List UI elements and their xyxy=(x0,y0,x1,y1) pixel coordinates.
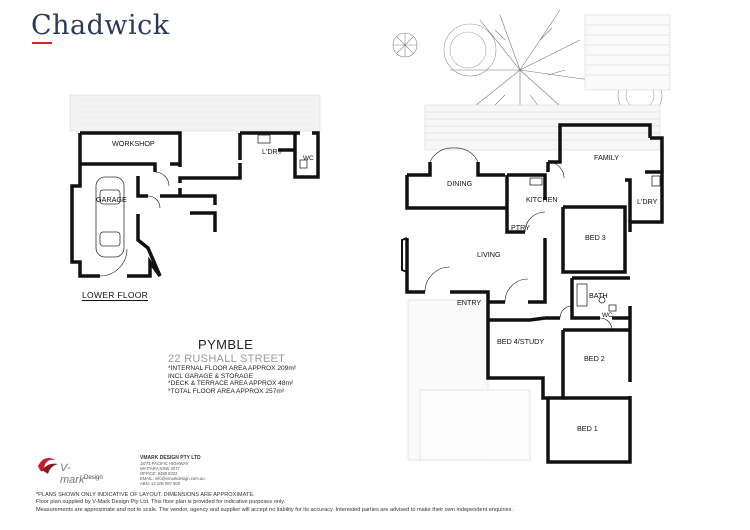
area-detail-deck: *DECK & TERRACE AREA APPROX 48m² xyxy=(168,380,294,388)
brand-accent-rule xyxy=(32,42,52,44)
room-label-bed4-study: BED 4/STUDY xyxy=(497,337,544,346)
vmark-address-line: WAITARA NSW 2077 xyxy=(140,466,180,471)
room-label-lower-wc: WC xyxy=(303,155,314,162)
vmark-company-info: VMARK DESIGN PTY LTD 18/73 PACIFIC HIGHW… xyxy=(140,455,205,487)
vmark-address-line: ABN: 12 108 067 500 xyxy=(140,481,181,486)
room-label-bath: BATH xyxy=(589,291,608,300)
room-label-upper-laundry: L'DRY xyxy=(637,197,658,206)
disclaimer: *PLANS SHOWN ONLY INDICATIVE OF LAYOUT. … xyxy=(36,492,736,514)
room-label-lower-laundry: L'DRY xyxy=(262,147,283,156)
deck-area xyxy=(407,14,671,461)
vmark-address-line: EMAIL: info@vmarkdesign.com.au xyxy=(140,476,205,481)
vmark-address-line: OFFICE: 9489 8322 xyxy=(140,471,178,476)
disclaimer-line: Measurements are approximate and not to … xyxy=(36,506,514,513)
room-label-garage: GARAGE xyxy=(96,195,127,204)
room-label-upper-wc: WC xyxy=(602,312,613,319)
area-detail-garage: INCL GARAGE & STORAGE xyxy=(168,372,254,380)
vmark-swoosh-icon xyxy=(38,458,58,474)
room-label-dining: DINING xyxy=(447,179,473,188)
room-label-kitchen: KITCHEN xyxy=(526,195,558,204)
disclaimer-line: *PLANS SHOWN ONLY INDICATIVE OF LAYOUT. … xyxy=(36,492,255,498)
vmark-logo-sub: Design xyxy=(84,475,103,481)
property-info: PYMBLE 22 RUSHALL STREET *INTERNAL FLOOR… xyxy=(168,337,318,395)
room-label-bed2: BED 2 xyxy=(584,354,605,363)
room-label-bed1: BED 1 xyxy=(577,424,598,433)
lower-floor-title: LOWER FLOOR xyxy=(82,290,149,301)
upper-floor-plan xyxy=(401,123,664,464)
disclaimer-line: Floor plan supplied by V-Mark Design Pty… xyxy=(36,499,286,506)
area-detail-total: *TOTAL FLOOR AREA APPROX 257m² xyxy=(168,387,285,395)
room-label-bed3: BED 3 xyxy=(585,233,606,242)
property-suburb: PYMBLE xyxy=(198,337,254,352)
lower-floor-plan xyxy=(69,94,321,278)
room-label-entry: ENTRY xyxy=(457,298,481,307)
area-detail-internal: *INTERNAL FLOOR AREA APPROX 209m² xyxy=(168,365,297,372)
room-label-living: LIVING xyxy=(477,250,501,259)
vmark-address-line: 18/73 PACIFIC HIGHWAY xyxy=(140,461,189,466)
vmark-company-name: VMARK DESIGN PTY LTD xyxy=(140,455,201,461)
room-label-family: FAMILY xyxy=(594,153,619,162)
brand-logo-text: Chadwick xyxy=(31,10,170,41)
room-label-pantry: PTRY xyxy=(511,223,530,232)
room-label-workshop: WORKSHOP xyxy=(112,139,155,148)
property-street: 22 RUSHALL STREET xyxy=(168,353,286,365)
vmark-logo-text: V-mark xyxy=(60,462,85,486)
